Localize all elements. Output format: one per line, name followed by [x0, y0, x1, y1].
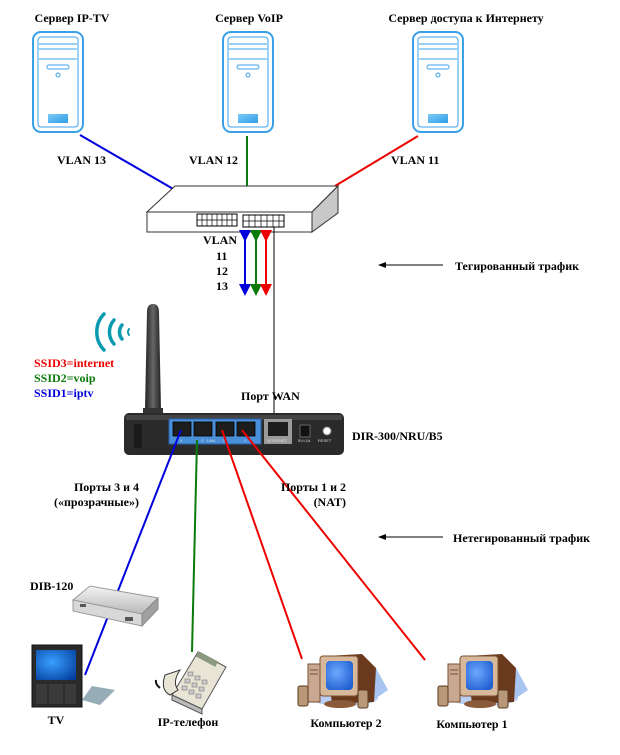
server-internet-icon — [412, 31, 464, 133]
vlan-title: VLAN — [203, 233, 238, 247]
port-1-label: 1 — [244, 438, 247, 443]
server-voip-label: Сервер VoIP — [215, 11, 283, 25]
tv-label: TV — [47, 713, 65, 727]
nat-ports-note: (NAT) — [313, 495, 346, 509]
stb-label: DIB-120 — [30, 579, 74, 593]
tagged-traffic-label: Тегированный трафик — [455, 259, 580, 273]
pc1-icon — [437, 653, 529, 709]
nat-ports-label: Порты 1 и 2 — [280, 480, 346, 494]
port-4-label: 4 — [180, 438, 183, 443]
router-port-labels: 4 3 LAN 2 1 INTERNET 5V=1A RESET — [180, 438, 332, 443]
router-icon — [124, 413, 344, 455]
router-model-label: DIR-300/NRU/B5 — [352, 429, 443, 443]
vlan-id-11: 11 — [216, 249, 228, 263]
vlan-id-12: 12 — [216, 264, 228, 278]
switch-icon — [145, 184, 340, 233]
cable-port3-phone — [191, 439, 198, 653]
transparent-ports-note: («прозрачные») — [54, 495, 139, 509]
cable-port1-pc1 — [241, 429, 426, 661]
pc2-icon — [297, 653, 389, 709]
vlan13-link — [79, 134, 176, 191]
stb-dib120-icon — [71, 585, 160, 628]
vlan12-label: VLAN 12 — [189, 153, 239, 167]
pc2-label: Компьютер 2 — [310, 716, 382, 730]
server-iptv-label: Сервер IP-TV — [34, 11, 110, 25]
wan-port-label: Порт WAN — [241, 389, 300, 403]
server-internet-label: Сервер доступа к Интернету — [388, 11, 544, 25]
server-iptv-icon — [32, 31, 84, 133]
port-2-label: 2 — [223, 438, 226, 443]
vlan11-label: VLAN 11 — [391, 153, 440, 167]
vlan13-label: VLAN 13 — [57, 153, 107, 167]
pc1-label: Компьютер 1 — [436, 717, 508, 731]
reset-label: RESET — [318, 438, 332, 443]
ssid3-label: SSID3=internet — [34, 356, 115, 370]
vlan11-link — [334, 135, 419, 187]
vlan-id-13: 13 — [216, 279, 228, 293]
ssid1-label: SSID1=iptv — [34, 386, 94, 400]
internet-port-label: INTERNET — [267, 438, 288, 443]
transparent-ports-label: Порты 3 и 4 — [73, 480, 139, 494]
untagged-traffic-label: Нетегированный трафик — [453, 531, 591, 545]
tv-icon — [31, 644, 115, 708]
cable-port2-pc2 — [221, 429, 303, 660]
cable-port4-tv — [84, 429, 182, 676]
ssid2-label: SSID2=voip — [34, 371, 96, 385]
ip-phone-icon — [154, 651, 227, 715]
port-3-label: 3 — [201, 438, 204, 443]
lan-label: LAN — [207, 438, 215, 443]
wifi-icon — [95, 312, 130, 352]
power-label: 5V=1A — [298, 438, 310, 443]
ip-phone-label: IP-телефон — [157, 715, 219, 729]
server-voip-icon — [222, 31, 274, 133]
